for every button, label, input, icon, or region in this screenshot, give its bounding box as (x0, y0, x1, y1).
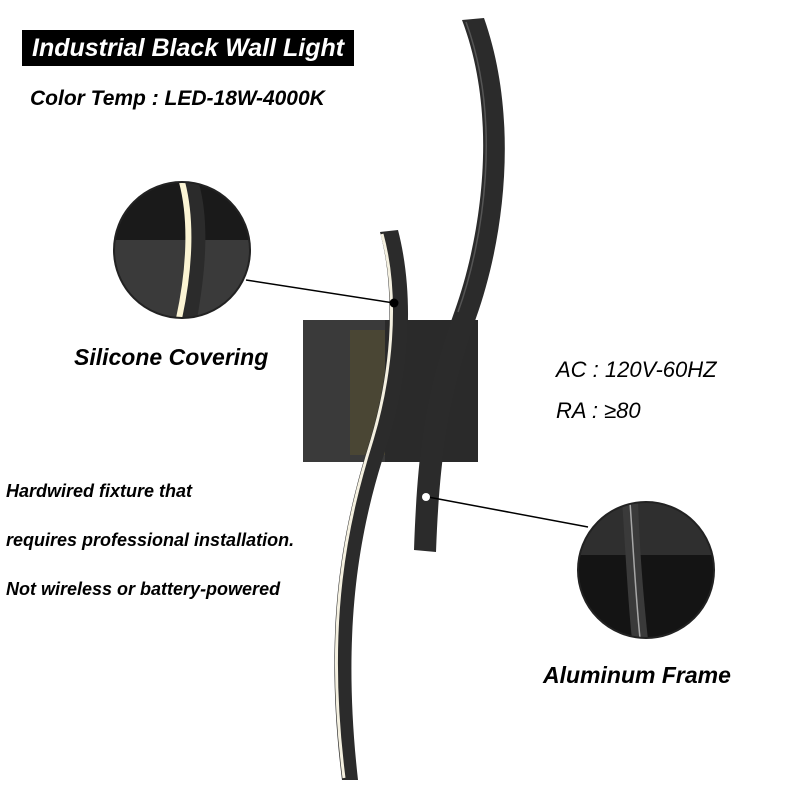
color-temp-label: Color Temp : LED-18W-4000K (30, 87, 325, 110)
aluminum-zoom-circle (577, 501, 715, 639)
silicone-covering-label: Silicone Covering (74, 344, 269, 370)
silicone-pointer-line (245, 279, 395, 304)
ra-spec: RA : ≥80 (556, 398, 641, 423)
aluminum-frame-label: Aluminum Frame (543, 662, 731, 688)
long-curved-arm (414, 18, 505, 552)
silicone-pointer-dot (389, 298, 399, 308)
aluminum-pointer-dot (422, 493, 430, 501)
note-line-2: requires professional installation. (6, 530, 295, 550)
note-line-1: Hardwired fixture that (6, 481, 193, 501)
short-curved-arm (334, 230, 409, 780)
product-title: Industrial Black Wall Light (22, 30, 355, 66)
ac-spec: AC : 120V-60HZ (556, 357, 717, 382)
note-line-3: Not wireless or battery-powered (6, 579, 281, 599)
aluminum-pointer-line (427, 496, 589, 528)
silicone-zoom-circle (113, 181, 251, 319)
